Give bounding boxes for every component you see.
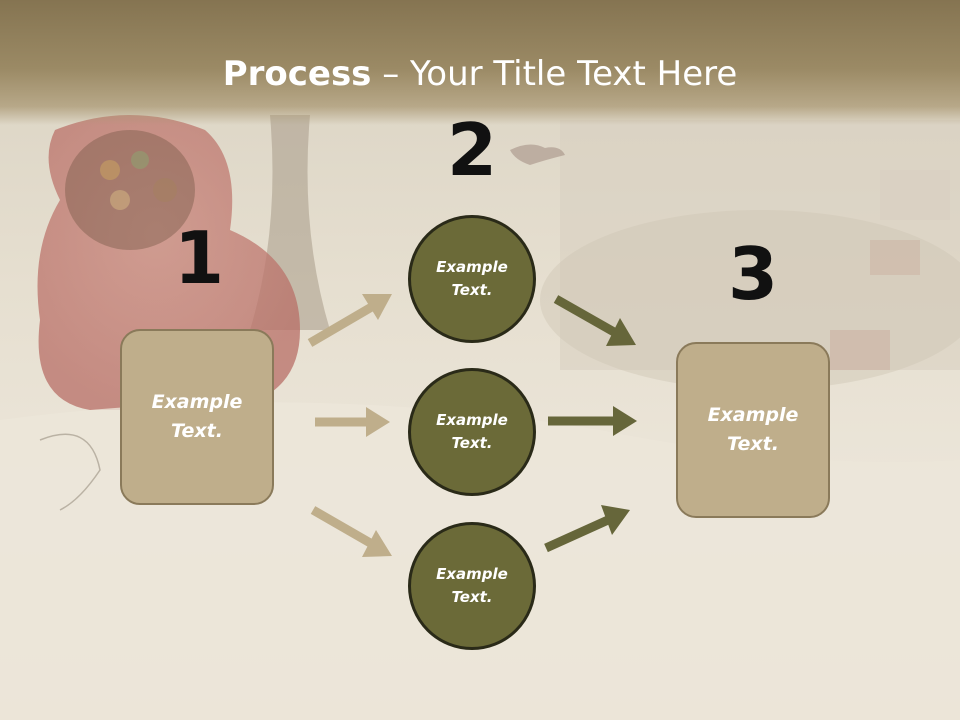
step-2-circle-2[interactable]: Example Text. (408, 368, 536, 496)
arrow-2a-to-3 (553, 295, 636, 346)
step-2-circle-3-text: Example Text. (436, 565, 508, 606)
step-2-circle-3[interactable]: Example Text. (408, 522, 536, 650)
step-3-text: Example Text. (707, 404, 799, 455)
title-rest: – Your Title Text Here (371, 54, 738, 94)
arrow-1-to-2a (307, 294, 392, 347)
title-band (0, 0, 960, 125)
title-bold: Process (222, 54, 372, 94)
arrow-1-to-2b (315, 407, 390, 437)
arrow-2b-to-3 (548, 406, 637, 436)
step-3-box[interactable]: Example Text. (676, 342, 830, 518)
step-2-circle-1[interactable]: Example Text. (408, 215, 536, 343)
slide-title[interactable]: Process – Your Title Text Here (0, 52, 960, 96)
step-1-number: 1 (173, 216, 225, 300)
arrow-2c-to-3 (544, 505, 630, 553)
step-1-text: Example Text. (151, 391, 243, 442)
step-2-circle-1-text: Example Text. (436, 258, 508, 299)
step-2-circle-2-text: Example Text. (436, 411, 508, 452)
arrow-1-to-2c (310, 506, 392, 557)
step-1-box[interactable]: Example Text. (120, 329, 274, 505)
step-3-number: 3 (727, 232, 779, 316)
step-2-number: 2 (446, 108, 498, 192)
